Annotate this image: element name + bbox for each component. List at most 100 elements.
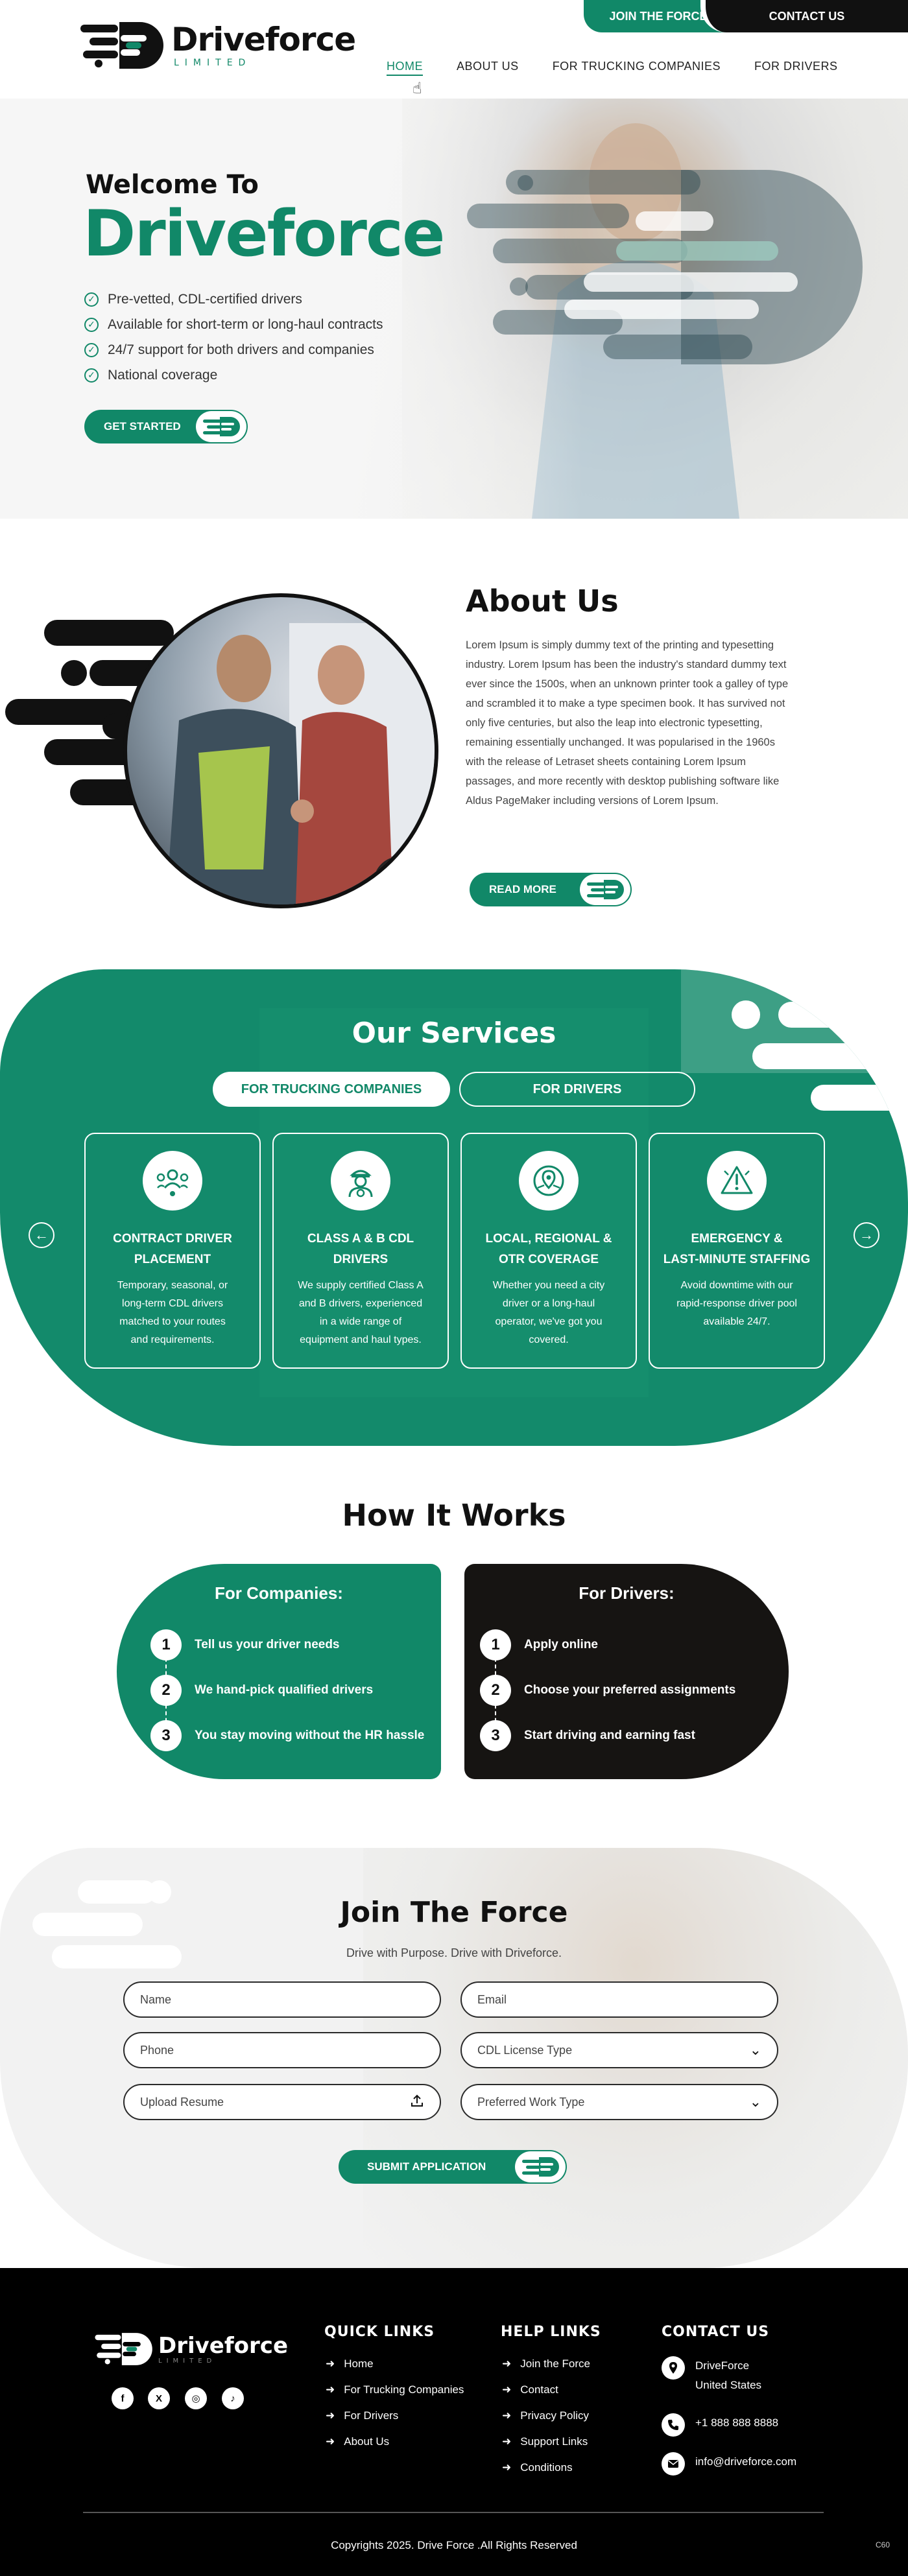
tab-trucking-companies[interactable]: FOR TRUCKING COMPANIES (213, 1072, 450, 1107)
hand-cursor-icon: ☝ (412, 80, 422, 97)
people-network-icon (143, 1151, 202, 1211)
copyright-text: Copyrights 2025. Drive Force .All Rights… (331, 2539, 577, 2551)
facebook-icon[interactable]: f (112, 2387, 134, 2409)
list-item: ✓24/7 support for both drivers and compa… (84, 337, 383, 362)
footer-link-join[interactable]: ➜Join the Force (502, 2357, 590, 2370)
check-icon: ✓ (84, 342, 99, 357)
footer-link-privacy[interactable]: ➜Privacy Policy (502, 2409, 590, 2422)
footer-link-drivers[interactable]: ➜For Drivers (326, 2409, 399, 2422)
arrow-speed-icon (515, 2151, 566, 2182)
brand-name: Driveforce (171, 21, 356, 58)
carousel-prev-button[interactable]: ← (29, 1222, 54, 1248)
phone-icon (662, 2413, 685, 2437)
nav-home[interactable]: HOME (387, 60, 423, 76)
about-handshake-photo (123, 593, 438, 908)
footer-logo[interactable]: Driveforce LIMITED (95, 2330, 288, 2368)
list-item: ✓National coverage (84, 362, 383, 388)
quick-links-title: QUICK LINKS (324, 2324, 435, 2340)
main-nav: HOME ABOUT US FOR TRUCKING COMPANIES FOR… (387, 60, 872, 76)
list-item: ✓Available for short-term or long-haul c… (84, 312, 383, 337)
preferred-work-type-select[interactable]: Preferred Work Type⌄ (460, 2084, 778, 2120)
phone-field[interactable]: Phone (123, 2032, 441, 2068)
cdl-license-select[interactable]: CDL License Type⌄ (460, 2032, 778, 2068)
arrow-right-icon: ➜ (502, 2409, 512, 2422)
footer-link-trucking-companies[interactable]: ➜For Trucking Companies (326, 2383, 464, 2396)
nav-trucking-companies[interactable]: FOR TRUCKING COMPANIES (552, 60, 721, 73)
join-speed-lines-graphic (32, 1880, 182, 1968)
service-card[interactable]: LOCAL, REGIONAL &OTR COVERAGE Whether yo… (460, 1133, 637, 1369)
arrow-right-icon: ➜ (502, 2383, 512, 2396)
email-field[interactable]: Email (460, 1981, 778, 2018)
footer-phone[interactable]: +1 888 888 8888 (662, 2413, 778, 2437)
chevron-down-icon: ⌄ (749, 2042, 761, 2058)
logo-mark-icon (95, 2333, 152, 2365)
nav-about-us[interactable]: ABOUT US (457, 60, 519, 73)
join-section: Join The Force Drive with Purpose. Drive… (0, 1848, 908, 2268)
corner-badge: C60 (875, 2540, 890, 2549)
how-companies-heading: For Companies: (215, 1583, 343, 1603)
instagram-icon[interactable]: ◎ (185, 2387, 207, 2409)
hero-welcome: Welcome To (86, 170, 259, 200)
submit-application-button[interactable]: SUBMIT APPLICATION (339, 2150, 567, 2184)
footer-divider (83, 2512, 824, 2513)
name-field[interactable]: Name (123, 1981, 441, 2018)
arrow-right-icon: ➜ (326, 2409, 335, 2422)
upload-resume-field[interactable]: Upload Resume (123, 2084, 441, 2120)
join-subtitle: Drive with Purpose. Drive with Driveforc… (346, 1946, 562, 1959)
arrow-right-icon: ➜ (326, 2357, 335, 2370)
mail-icon (662, 2452, 685, 2476)
help-links-list: ➜Join the Force ➜Contact ➜Privacy Policy… (502, 2357, 590, 2487)
arrow-right-icon: ➜ (326, 2383, 335, 2396)
read-more-button[interactable]: READ MORE (470, 873, 632, 906)
upload-icon (410, 2094, 424, 2111)
location-pin-icon (662, 2356, 685, 2380)
services-speed-lines-graphic (732, 1000, 908, 1111)
carousel-next-button[interactable]: → (854, 1222, 879, 1248)
driver-icon (331, 1151, 390, 1211)
speed-lines-graphic (467, 170, 863, 364)
footer-email[interactable]: info@driveforce.com (662, 2452, 796, 2476)
tab-drivers[interactable]: FOR DRIVERS (459, 1072, 695, 1107)
footer-link-contact[interactable]: ➜Contact (502, 2383, 558, 2396)
arrow-speed-icon (580, 874, 630, 905)
service-card[interactable]: EMERGENCY &LAST-MINUTE STAFFING Avoid do… (649, 1133, 825, 1369)
contact-us-button[interactable]: CONTACT US (700, 0, 908, 32)
footer-link-conditions[interactable]: ➜Conditions (502, 2461, 573, 2474)
map-route-icon (519, 1151, 579, 1211)
check-icon: ✓ (84, 368, 99, 383)
tiktok-icon[interactable]: ♪ (222, 2387, 244, 2409)
get-started-button[interactable]: GET STARTED (84, 410, 248, 443)
check-icon: ✓ (84, 317, 99, 332)
x-twitter-icon[interactable]: X (148, 2387, 170, 2409)
hero-section: Welcome To Driveforce ✓Pre-vetted, CDL-c… (0, 99, 908, 519)
about-body: Lorem Ipsum is simply dummy text of the … (466, 639, 789, 807)
hero-brand: Driveforce (83, 197, 445, 271)
nav-drivers[interactable]: FOR DRIVERS (754, 60, 838, 73)
hero-bullets: ✓Pre-vetted, CDL-certified drivers ✓Avai… (84, 287, 383, 388)
about-speed-lines-graphic (5, 620, 174, 805)
contact-us-title: CONTACT US (662, 2324, 770, 2340)
how-it-works-title: How It Works (342, 1498, 566, 1533)
services-title: Our Services (352, 1017, 556, 1050)
footer-link-about-us[interactable]: ➜About Us (326, 2435, 390, 2448)
logo-mark-icon (80, 18, 166, 73)
footer-link-home[interactable]: ➜Home (326, 2357, 374, 2370)
how-drivers-heading: For Drivers: (579, 1583, 675, 1603)
about-title: About Us (466, 584, 619, 619)
arrow-right-icon: ➜ (326, 2435, 335, 2448)
help-links-title: HELP LINKS (501, 2324, 601, 2340)
brand-logo[interactable]: Driveforce LIMITED (80, 18, 356, 73)
footer-link-support[interactable]: ➜Support Links (502, 2435, 588, 2448)
arrow-speed-icon (196, 411, 246, 442)
